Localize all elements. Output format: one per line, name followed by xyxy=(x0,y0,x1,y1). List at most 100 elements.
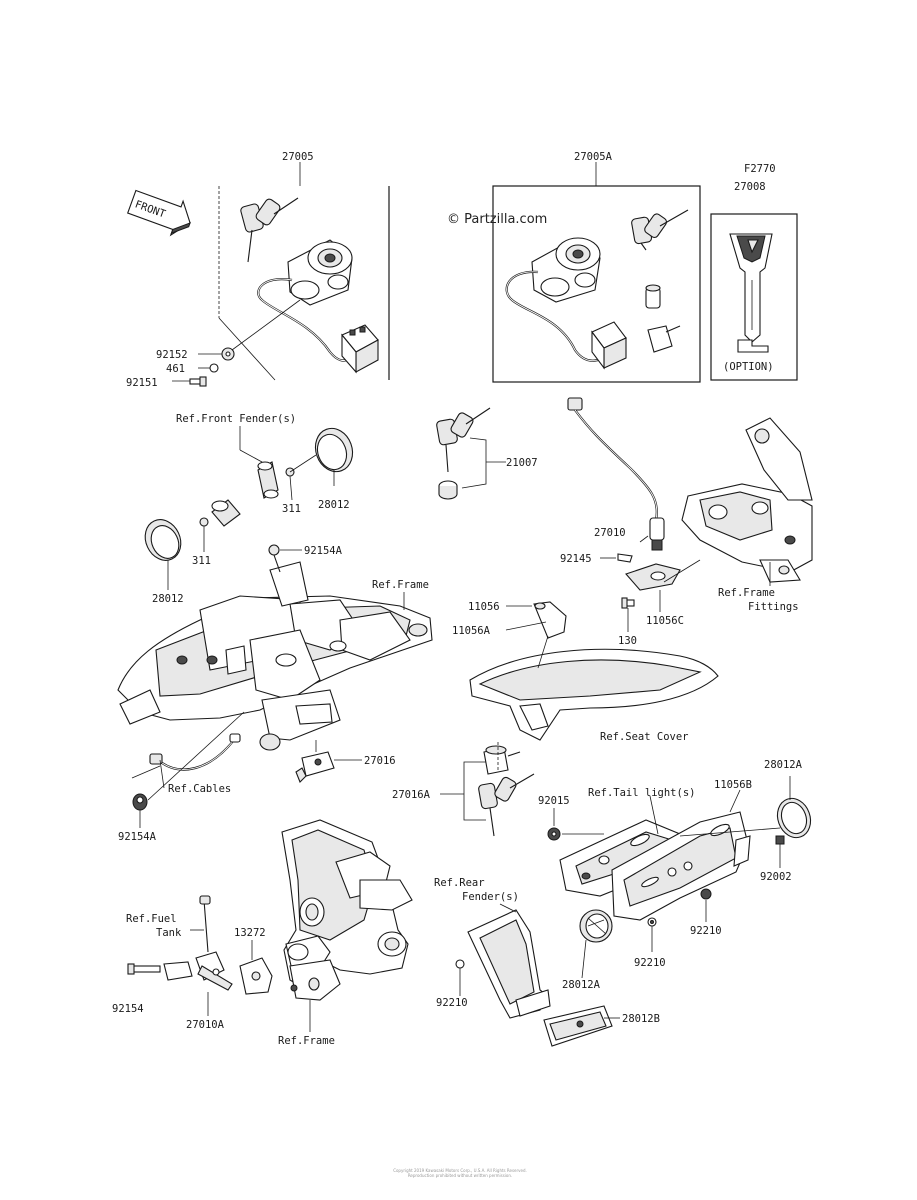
label-92154a-bottom: 92154A xyxy=(118,831,157,843)
ignition-switch-27005 xyxy=(189,197,379,387)
label-ref-fuel-tank-2: Tank xyxy=(156,927,182,939)
nut-92210-mid-icon xyxy=(647,917,657,927)
label-28012a-bottom: 28012A xyxy=(562,979,601,991)
label-11056c: 11056C xyxy=(646,615,684,627)
label-option: (OPTION) xyxy=(723,361,774,373)
label-92210-left: 92210 xyxy=(436,997,468,1009)
spacer-lower-icon xyxy=(199,499,241,527)
watermark-text: © Partzilla.com xyxy=(447,212,548,227)
front-arrow-icon: FRONT xyxy=(127,189,191,237)
label-ref-front-fender: Ref.Front Fender(s) xyxy=(176,413,296,425)
bracket-11056-icon xyxy=(533,601,567,639)
ignition-switch-box-right xyxy=(492,185,701,383)
steering-lock-21007 xyxy=(436,407,491,500)
bracket-11056b-icon xyxy=(559,811,751,921)
clip-92145-icon xyxy=(617,553,633,563)
label-27005a: 27005A xyxy=(574,151,613,163)
label-ref-frame-fittings-2: Fittings xyxy=(748,601,799,613)
seat-lock-cable-27010 xyxy=(567,397,665,551)
frame-fittings-icon xyxy=(681,417,813,583)
nut-92210-left-icon xyxy=(455,959,465,969)
reflector-28012b-icon xyxy=(543,1005,613,1047)
label-92154: 92154 xyxy=(112,1003,144,1015)
label-27008: 27008 xyxy=(734,181,766,193)
label-28012-upper: 28012 xyxy=(318,499,350,511)
label-11056: 11056 xyxy=(468,601,500,613)
label-ref-rear-fender-2: Fender(s) xyxy=(462,891,519,903)
switch-cylinder-icon xyxy=(531,237,601,303)
label-ref-rear-fender-1: Ref.Rear xyxy=(434,877,485,889)
bolt-92151-icon xyxy=(189,376,207,387)
label-27010a: 27010A xyxy=(186,1019,225,1031)
grommet-92154a-icon xyxy=(132,793,148,811)
nut-92210-right-icon xyxy=(700,888,712,900)
label-28012-lower: 28012 xyxy=(152,593,184,605)
washer-461-icon xyxy=(209,363,219,373)
reflector-28012-upper xyxy=(314,427,354,473)
label-92015: 92015 xyxy=(538,795,570,807)
label-311-upper: 311 xyxy=(282,503,301,515)
label-ref-frame-top: Ref.Frame xyxy=(372,579,429,591)
label-92154a-top: 92154A xyxy=(304,545,343,557)
label-92152: 92152 xyxy=(156,349,188,361)
label-311-lower: 311 xyxy=(192,555,211,567)
label-92145: 92145 xyxy=(560,553,592,565)
seat-cover-icon xyxy=(469,648,719,741)
label-f2770: F2770 xyxy=(744,163,776,175)
label-ref-fuel-tank-1: Ref.Fuel xyxy=(126,913,177,925)
footer-line-2: Reproduction prohibited without written … xyxy=(407,1173,513,1178)
lock-cylinder-icon xyxy=(647,325,681,353)
seat-lock-27016a xyxy=(478,745,535,837)
label-27010: 27010 xyxy=(594,527,626,539)
label-11056a: 11056A xyxy=(452,625,491,637)
label-92210-mid: 92210 xyxy=(634,957,666,969)
label-461: 461 xyxy=(166,363,185,375)
label-28012b: 28012B xyxy=(622,1013,660,1025)
label-ref-tail-light: Ref.Tail light(s) xyxy=(588,787,695,799)
label-27016: 27016 xyxy=(364,755,396,767)
label-ref-seat-cover: Ref.Seat Cover xyxy=(600,731,689,743)
label-ref-frame-bottom: Ref.Frame xyxy=(278,1035,335,1047)
reflector-28012-lower xyxy=(144,519,182,561)
lock-pin-icon xyxy=(645,284,661,309)
key-icon xyxy=(631,209,689,251)
bolt-92002-icon xyxy=(775,835,785,845)
label-92002: 92002 xyxy=(760,871,792,883)
connector-icon xyxy=(341,324,379,374)
plate-13272-icon xyxy=(239,957,273,995)
rear-fender-icon xyxy=(467,909,551,1019)
label-13272: 13272 xyxy=(234,927,266,939)
key-icon xyxy=(240,197,299,263)
fuel-tank-lock-icon xyxy=(163,895,233,991)
label-ref-cables: Ref.Cables xyxy=(168,783,231,795)
bolt-92154-icon xyxy=(127,963,161,975)
ignition-switch-27005a xyxy=(505,209,689,370)
copyright-footer: Copyright 2019 Kawasaki Motors Corp., U.… xyxy=(340,1168,580,1178)
nut-92152-icon xyxy=(221,347,235,361)
option-key-blank xyxy=(729,233,773,353)
rear-frame-icon xyxy=(281,819,413,1001)
lock-27016-icon xyxy=(295,751,335,783)
connector-icon xyxy=(591,321,627,370)
reflector-28012a-right xyxy=(776,797,812,839)
main-frame-icon xyxy=(117,544,433,751)
bolt-130-icon xyxy=(621,597,635,609)
reflector-28012a-bottom xyxy=(579,909,613,943)
label-27005: 27005 xyxy=(282,151,314,163)
label-11056b: 11056B xyxy=(714,779,752,791)
label-27016a: 27016A xyxy=(392,789,431,801)
footer-line-1: Copyright 2019 Kawasaki Motors Corp., U.… xyxy=(393,1168,527,1173)
label-130: 130 xyxy=(618,635,637,647)
spacer-upper-icon xyxy=(257,461,295,499)
cable-icon xyxy=(149,733,241,771)
switch-cylinder-icon xyxy=(287,239,353,306)
option-key-box xyxy=(710,213,798,381)
label-92210-right: 92210 xyxy=(690,925,722,937)
label-21007: 21007 xyxy=(506,457,538,469)
label-28012a-right: 28012A xyxy=(764,759,803,771)
label-ref-frame-fittings-1: Ref.Frame xyxy=(718,587,775,599)
nut-92015-icon xyxy=(547,827,561,841)
bracket-11056c-icon xyxy=(625,563,681,591)
label-92151: 92151 xyxy=(126,377,158,389)
